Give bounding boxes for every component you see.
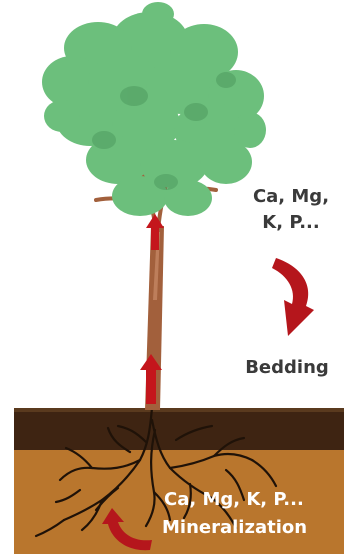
nutrients-label-bottom: Ca, Mg, K, P... — [164, 488, 304, 512]
red-curved-arrow — [272, 258, 314, 336]
mineralization-label: Mineralization — [162, 516, 307, 540]
litter-layer — [14, 410, 344, 450]
nutrients-top-line2: K, P... — [236, 210, 344, 236]
soil-surface-line — [14, 408, 344, 412]
nutrients-label-top: Ca, Mg, K, P... — [236, 184, 344, 236]
tree-foliage — [42, 2, 266, 216]
bedding-label: Bedding — [232, 356, 342, 380]
nutrients-top-line1: Ca, Mg, — [236, 184, 344, 210]
